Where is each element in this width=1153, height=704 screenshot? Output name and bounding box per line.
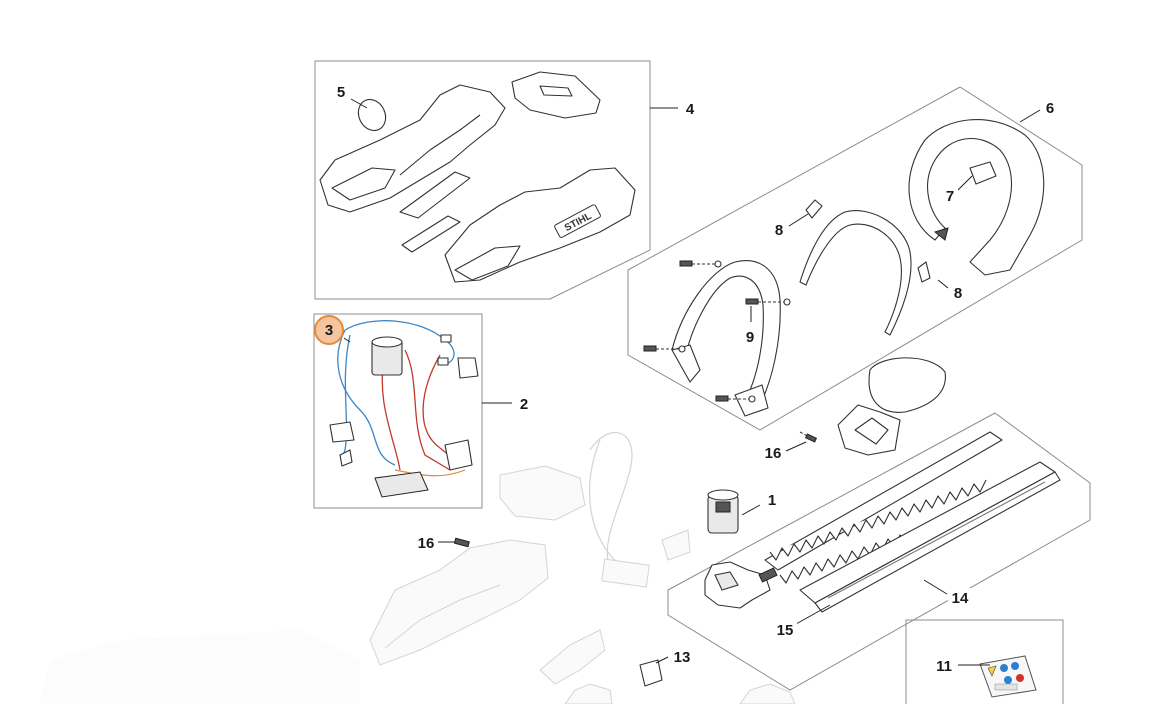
callouts: 1 2 3 4 5 6 7 8 8 9 11 13 14 15 16 16 xyxy=(314,82,1058,675)
callout-8-lower[interactable]: 8 xyxy=(950,283,966,302)
eye-protection-icon xyxy=(1011,662,1019,670)
svg-text:8: 8 xyxy=(775,222,783,239)
cutter-bar-group xyxy=(667,412,1091,691)
svg-text:7: 7 xyxy=(946,188,954,205)
trigger-strip-upper[interactable] xyxy=(399,171,471,219)
rear-handle-loop[interactable] xyxy=(908,119,1045,276)
prohibited-icon xyxy=(1016,674,1024,682)
safety-decal[interactable] xyxy=(979,655,1037,698)
background-ghost-assembly xyxy=(40,432,796,704)
callout-11[interactable]: 11 xyxy=(932,656,956,675)
motor[interactable] xyxy=(707,489,739,534)
trigger-strip-lower[interactable] xyxy=(401,215,461,253)
callout-16-upper[interactable]: 16 xyxy=(761,443,785,462)
cutter-bar-frame xyxy=(667,412,1091,691)
svg-text:13: 13 xyxy=(674,649,691,666)
label-plate[interactable] xyxy=(353,95,390,135)
screw-16-upper[interactable] xyxy=(799,431,818,443)
decal-group xyxy=(905,619,1064,704)
svg-text:15: 15 xyxy=(777,622,794,639)
svg-text:16: 16 xyxy=(418,535,435,552)
clip-upper[interactable] xyxy=(805,199,823,219)
switch[interactable] xyxy=(969,161,997,185)
svg-text:9: 9 xyxy=(746,329,754,346)
warning-icon xyxy=(987,665,997,677)
callout-6[interactable]: 6 xyxy=(1042,98,1058,117)
svg-text:16: 16 xyxy=(765,445,782,462)
bow-handle[interactable] xyxy=(799,210,912,336)
callout-5[interactable]: 5 xyxy=(333,82,349,101)
callout-16-lower[interactable]: 16 xyxy=(414,533,438,552)
svg-text:1: 1 xyxy=(768,492,776,509)
leader-lines xyxy=(343,98,1041,666)
front-loop-handle[interactable] xyxy=(671,260,781,406)
callout-7[interactable]: 7 xyxy=(942,186,958,205)
callout-1[interactable]: 1 xyxy=(764,490,780,509)
handle-group xyxy=(627,86,1083,443)
callout-2[interactable]: 2 xyxy=(515,394,531,413)
svg-text:11: 11 xyxy=(936,658,952,675)
callout-4[interactable]: 4 xyxy=(681,99,697,118)
clip-lower[interactable] xyxy=(917,261,931,283)
housing-group: STIHL xyxy=(314,60,651,300)
housing-group-frame xyxy=(314,60,651,300)
callout-15[interactable]: 15 xyxy=(773,620,797,639)
decal-group-frame xyxy=(905,619,1064,704)
wiring-group xyxy=(313,313,483,509)
control-board[interactable] xyxy=(374,471,429,498)
read-manual-icon xyxy=(1000,664,1008,672)
handle-group-frame xyxy=(627,86,1083,431)
callout-8-upper[interactable]: 8 xyxy=(771,220,787,239)
cable-clamp[interactable] xyxy=(639,659,663,687)
svg-text:5: 5 xyxy=(337,84,345,101)
screw-16-lower[interactable] xyxy=(453,537,470,548)
ear-protection-icon xyxy=(1004,676,1012,684)
wiring-group-frame xyxy=(313,313,483,509)
hand-guard[interactable] xyxy=(837,357,946,456)
svg-text:14: 14 xyxy=(952,590,969,607)
wire-blue xyxy=(337,320,455,466)
svg-text:2: 2 xyxy=(520,396,528,413)
callout-9[interactable]: 9 xyxy=(742,327,758,346)
callout-3-highlighted[interactable]: 3 xyxy=(314,315,344,345)
svg-text:3: 3 xyxy=(325,322,333,339)
screws[interactable] xyxy=(643,260,791,403)
callout-14[interactable]: 14 xyxy=(948,588,972,607)
callout-13[interactable]: 13 xyxy=(670,647,694,666)
svg-text:4: 4 xyxy=(686,101,695,118)
svg-text:8: 8 xyxy=(954,285,962,302)
svg-text:6: 6 xyxy=(1046,100,1054,117)
